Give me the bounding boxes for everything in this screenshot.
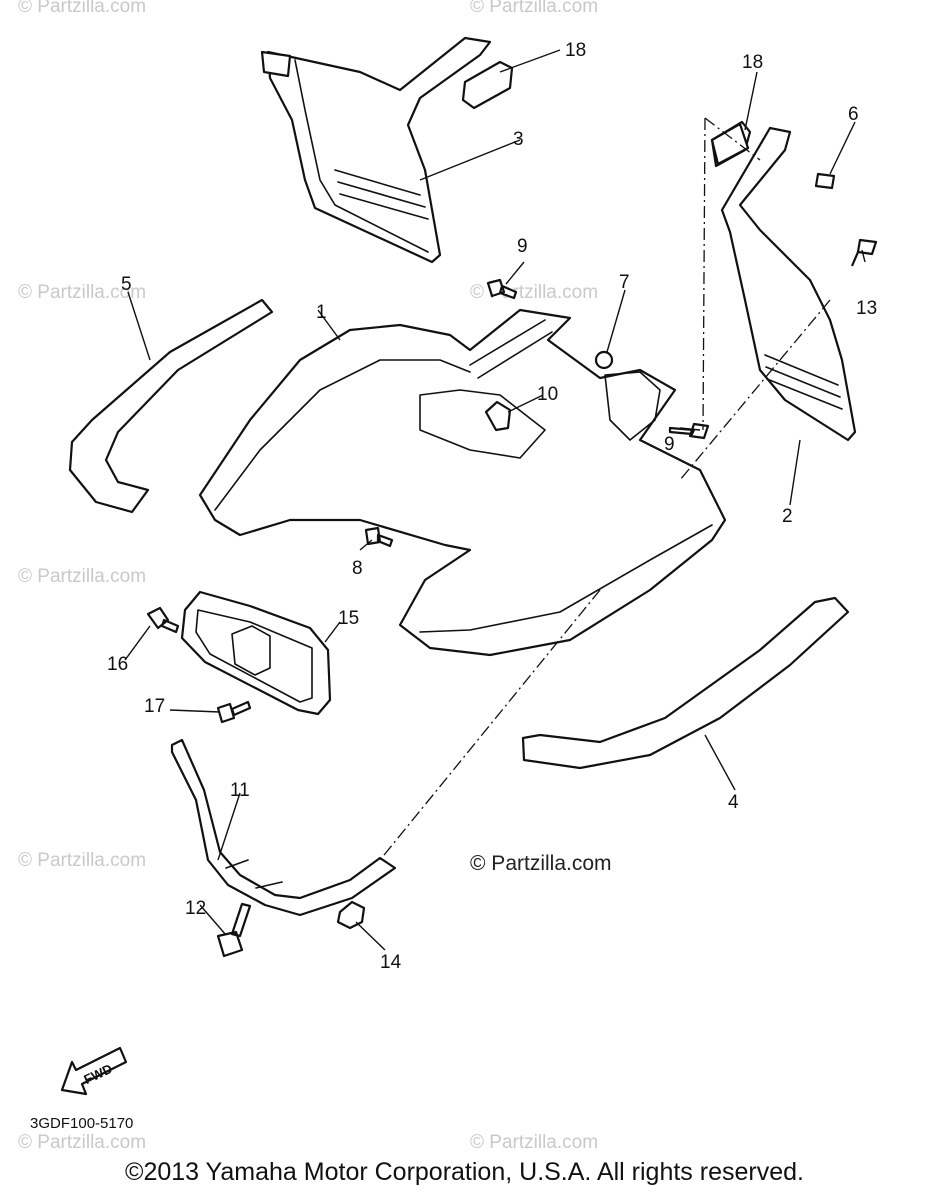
part-17-bolt [216,700,252,724]
part-2-right-side-cover [710,120,857,442]
callout-17: 17 [144,696,165,717]
part-12-bolt [216,902,252,958]
fwd-arrow-icon: FWD [60,1046,128,1096]
part-9-bolt-right [668,422,710,440]
callout-5: 5 [121,274,132,295]
callout-2: 2 [782,506,793,527]
callout-18-right: 18 [742,52,763,73]
callout-3: 3 [513,129,524,150]
callout-14: 14 [380,952,402,973]
part-10-clip [484,400,512,432]
callout-6: 6 [848,104,859,125]
part-16-bolt [146,606,180,634]
callout-11: 11 [230,780,250,801]
watermark: © Partzilla.com [18,850,146,871]
part-11-support-bar [170,738,397,917]
callout-16: 16 [107,654,128,675]
callout-9-upper: 9 [517,236,528,257]
callout-8: 8 [352,558,363,579]
part-18-pad-right [710,122,750,166]
part-3-left-side-cover [260,36,492,264]
part-8-bolt [364,526,394,548]
watermark: © Partzilla.com [470,1132,598,1153]
callout-4: 4 [728,792,739,813]
part-9-bolt-upper [486,278,518,300]
hardware [146,122,878,958]
part-18-pad-left [461,60,514,110]
callout-9-right: 9 [664,434,675,455]
diagram-code: 3GDF100-5170 [30,1115,133,1132]
part-5-left-flap [68,298,274,514]
watermark: © Partzilla.com [470,0,598,17]
part-6-pin [814,172,836,190]
callout-10: 10 [537,384,558,405]
leader-lines [124,49,866,951]
callout-labels: 1 2 3 4 5 6 7 8 9 9 10 11 12 13 14 15 16… [107,40,877,973]
callout-12: 12 [185,898,206,919]
watermark: © Partzilla.com [18,566,146,587]
callout-13: 13 [856,298,877,319]
assembly-lines [379,117,831,861]
part-1-rear-fender [198,308,727,657]
watermark: © Partzilla.com [18,0,146,17]
part-13-screw [850,238,878,267]
part-15-bracket [180,590,332,716]
watermark-main: © Partzilla.com [470,852,612,875]
watermark: © Partzilla.com [18,1132,146,1153]
watermark: © Partzilla.com [18,282,146,303]
part-4-right-flap [521,596,850,770]
callout-15: 15 [338,608,359,629]
part-7-grommet [594,350,614,370]
callout-18-left: 18 [565,40,586,61]
callout-7: 7 [619,272,630,293]
part-14-nut [336,900,366,930]
callout-1: 1 [316,302,327,323]
copyright-footer: ©2013 Yamaha Motor Corporation, U.S.A. A… [125,1158,804,1186]
